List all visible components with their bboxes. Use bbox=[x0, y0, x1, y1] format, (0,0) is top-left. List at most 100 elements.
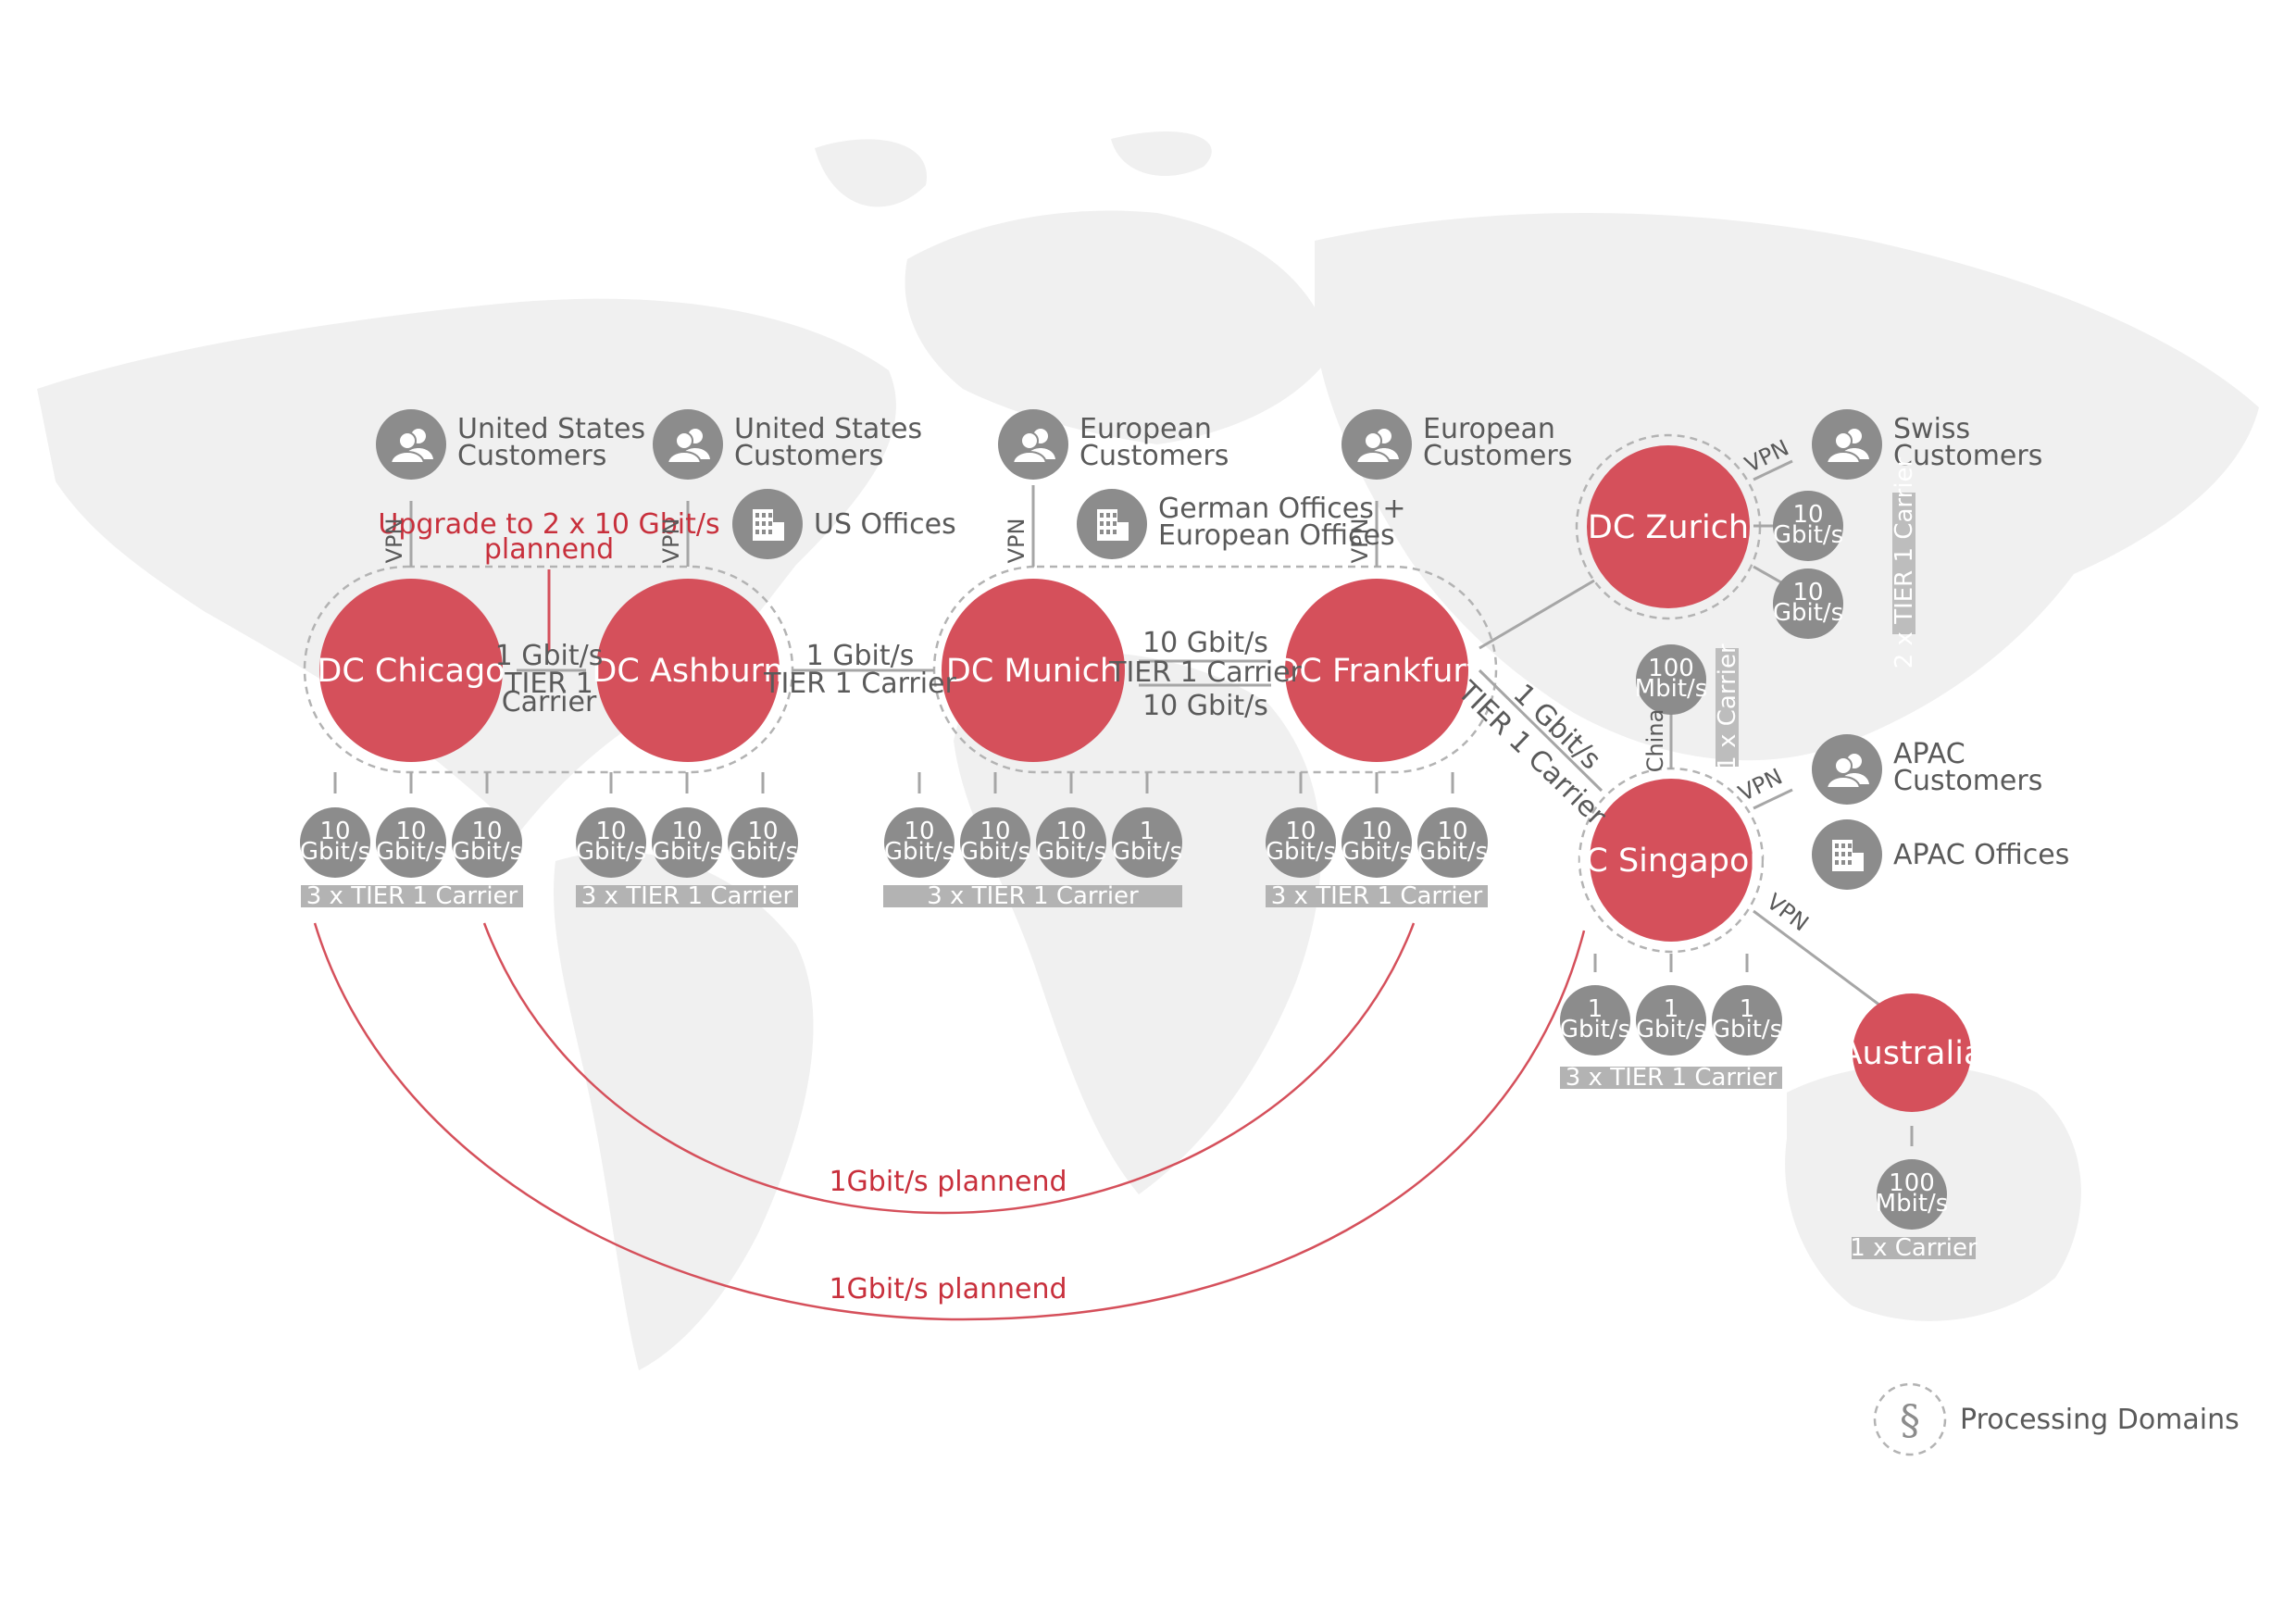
dc-australia-label: Australia bbox=[1841, 1035, 1984, 1072]
carrier-bar-rect bbox=[301, 885, 523, 907]
speed-value: 10 bbox=[1055, 818, 1086, 845]
dc-munich-label: DC Munich bbox=[946, 653, 1120, 690]
carrier-bar-rect bbox=[576, 885, 798, 907]
dc-zurich-label: DC Zurich bbox=[1588, 509, 1749, 546]
upgrade-label-1: Upgrade to 2 x 10 Gbit/s bbox=[378, 508, 719, 541]
speed-node-circle bbox=[1636, 985, 1706, 1056]
speed-unit: Mbit/s bbox=[1876, 1190, 1949, 1218]
speed-value: 10 bbox=[980, 818, 1010, 845]
carrier-bar: 1 x Carrier bbox=[1850, 1234, 1978, 1262]
speed-unit: Gbit/s bbox=[1773, 599, 1843, 627]
building-icon-wing bbox=[1853, 853, 1864, 871]
carrier-bar-label: 3 x TIER 1 Carrier bbox=[1271, 882, 1483, 910]
people-icon-body-front bbox=[666, 451, 703, 464]
carrier-bar: 3 x TIER 1 Carrier bbox=[576, 882, 798, 910]
speed-unit: Gbit/s bbox=[1560, 1016, 1630, 1043]
planned-arc-ashburn-frankfurt bbox=[482, 922, 1416, 1215]
building-icon-window bbox=[1113, 513, 1117, 518]
vpn-label-frankfurt: VPN bbox=[1347, 518, 1373, 564]
building-icon-window bbox=[1100, 513, 1104, 518]
dc-singapore-label: DC Singapore bbox=[1560, 843, 1781, 880]
speed-node-circle bbox=[576, 807, 646, 878]
planned-label-2: 1Gbit/s plannend bbox=[829, 1273, 1067, 1305]
speed-value: 1 bbox=[1740, 995, 1755, 1023]
speed-node-circle bbox=[452, 807, 522, 878]
carrier-bar-rect bbox=[883, 885, 1182, 907]
speed-value: 10 bbox=[1792, 579, 1823, 606]
chicago-ashburn-speed: 1 Gbit/s bbox=[495, 640, 604, 672]
speed-value: 10 bbox=[1437, 818, 1467, 845]
carrier-bar-label: 3 x TIER 1 Carrier bbox=[1566, 1064, 1778, 1092]
speed-unit: Mbit/s bbox=[1635, 675, 1708, 703]
carrier-bar-label: 3 x TIER 1 Carrier bbox=[581, 882, 793, 910]
speed-value: 100 bbox=[1648, 655, 1694, 682]
munich-frankfurt-speed-top: 10 Gbit/s bbox=[1142, 627, 1268, 659]
building-icon-window bbox=[1835, 852, 1839, 856]
speed-value: 10 bbox=[1285, 818, 1316, 845]
building-icon-wing bbox=[1117, 522, 1129, 541]
carrier-bar: 3 x TIER 1 Carrier bbox=[1560, 1064, 1782, 1092]
dc-ashburn-circle bbox=[596, 579, 780, 762]
building-icon-window bbox=[1848, 860, 1852, 865]
dc-singapore-circle bbox=[1590, 779, 1753, 942]
speed-node-circle bbox=[728, 807, 798, 878]
node-label-line-1: APAC bbox=[1893, 738, 1965, 770]
building-icon-window bbox=[1100, 530, 1104, 534]
building-icon-window bbox=[1106, 513, 1110, 518]
speed-node-circle bbox=[1112, 807, 1182, 878]
carrier-bar: 3 x TIER 1 Carrier bbox=[301, 882, 523, 910]
speed-node-circle bbox=[1712, 985, 1782, 1056]
building-icon-window bbox=[762, 530, 766, 534]
dc-frankfurt-label: DC Frankfurt bbox=[1274, 653, 1479, 690]
building-icon-window bbox=[1841, 843, 1845, 848]
node-label-line-1: United States bbox=[734, 413, 922, 445]
munich-frankfurt-speed-bottom: 10 Gbit/s bbox=[1142, 690, 1268, 722]
building-icon-window bbox=[1106, 521, 1110, 526]
carrier-ticks bbox=[333, 772, 1749, 972]
speed-value: 10 bbox=[671, 818, 702, 845]
node-label-line-2: Customers bbox=[734, 440, 883, 472]
speed-unit: Gbit/s bbox=[1636, 1016, 1706, 1043]
people-icon-head-front bbox=[675, 431, 693, 450]
office-node: US Offices bbox=[732, 489, 956, 559]
zurich-carrier-text: 2 x TIER 1 Carrier bbox=[1890, 456, 1918, 668]
dc-chicago-circle bbox=[319, 579, 503, 762]
speed-node-circle bbox=[1877, 1159, 1947, 1230]
speed-unit: Gbit/s bbox=[1773, 521, 1843, 549]
building-icon-window bbox=[755, 521, 759, 526]
speed-node-circle bbox=[1417, 807, 1488, 878]
speed-value: 10 bbox=[319, 818, 350, 845]
vertical-carrier-tags: 2 x TIER 1 Carrier 1 x Carrier bbox=[1714, 456, 1918, 770]
people-icon-head-front bbox=[1834, 756, 1853, 775]
planned-label-1: 1Gbit/s plannend bbox=[829, 1166, 1067, 1198]
building-icon-window bbox=[1835, 860, 1839, 865]
speed-nodes: 10Gbit/s10Gbit/s10Gbit/s10Gbit/s10Gbit/s… bbox=[300, 491, 1949, 1230]
carrier-bar: 3 x TIER 1 Carrier bbox=[1266, 882, 1488, 910]
speed-unit: Gbit/s bbox=[576, 838, 646, 866]
vpn-label-ashburn: VPN bbox=[658, 518, 684, 564]
building-icon-window bbox=[1835, 843, 1839, 848]
speed-node-one: 1Gbit/s bbox=[1112, 807, 1182, 878]
munich-frankfurt-tier: TIER 1 Carrier bbox=[1108, 656, 1302, 689]
office-node: APAC Offices bbox=[1812, 819, 2069, 890]
people-icon-body-front bbox=[389, 451, 426, 464]
building-icon-window bbox=[1848, 843, 1852, 848]
speed-unit: Gbit/s bbox=[452, 838, 522, 866]
speed-unit: Gbit/s bbox=[960, 838, 1030, 866]
node-label-line-2: Customers bbox=[1893, 765, 2042, 797]
vpn-label-australia: VPN bbox=[1762, 889, 1814, 937]
chicago-ashburn-carrier: Carrier bbox=[502, 686, 597, 718]
speed-node-circle bbox=[1036, 807, 1106, 878]
china-label: China bbox=[1642, 709, 1668, 773]
upgrade-label-2: plannend bbox=[484, 533, 614, 566]
